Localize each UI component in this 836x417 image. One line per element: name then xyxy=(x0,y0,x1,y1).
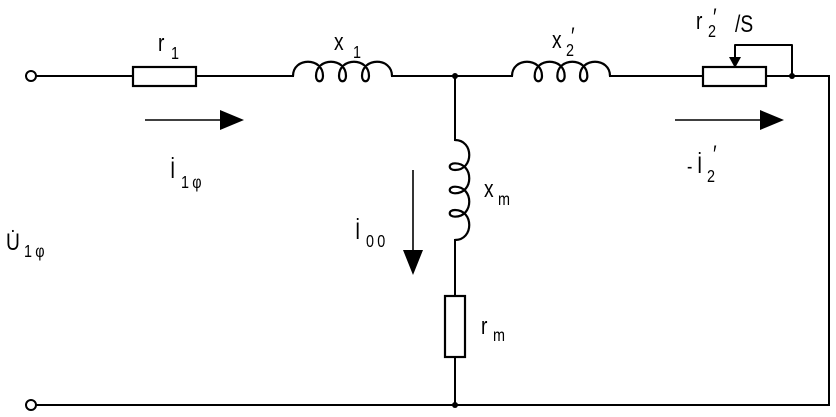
label-x1-symbol: x xyxy=(334,28,344,56)
terminal-bottom xyxy=(25,399,37,411)
label-i2-subscript: 2 xyxy=(707,167,715,187)
label-r1: r 1 xyxy=(158,29,179,64)
label-rm-symbol: r xyxy=(481,312,487,340)
label-i2-minus-sign: - xyxy=(687,155,692,177)
label-i1-symbol: İ xyxy=(170,156,175,184)
label-i0-symbol: İ xyxy=(355,217,360,245)
rheostat-wiper-arrow xyxy=(729,57,741,68)
terminal-top xyxy=(25,70,37,82)
label-i2-prime-mark: ′ xyxy=(713,140,717,168)
label-i1-subscript: 1φ xyxy=(181,173,205,193)
label-i0-phasor: İ 00 xyxy=(355,217,388,252)
label-r2-prime-over-s: r 2 ′ /S xyxy=(696,3,753,42)
label-r1-subscript: 1 xyxy=(171,44,179,64)
label-x1: x 1 xyxy=(334,28,361,63)
label-u1-subscript: 1φ xyxy=(24,242,48,262)
label-x2-symbol: x xyxy=(552,26,562,54)
inductor-xm xyxy=(448,138,471,242)
label-r2-symbol: r xyxy=(696,7,702,35)
variable-resistor-r2-prime-over-s xyxy=(701,65,768,88)
label-rm-subscript: m xyxy=(493,326,505,346)
inductor-x1 xyxy=(291,60,394,83)
current-arrow-i2-head xyxy=(760,110,784,130)
label-xm-symbol: x xyxy=(484,175,494,203)
label-u1-phasor: U̇ 1φ xyxy=(6,228,48,262)
label-r2-prime-mark: ′ xyxy=(713,3,717,31)
label-xm-subscript: m xyxy=(498,190,510,210)
junction-dot-rheostat xyxy=(789,73,795,79)
label-r1-symbol: r xyxy=(158,29,164,57)
label-r2-subscript: 2 xyxy=(708,22,716,42)
label-u1-symbol: U̇ xyxy=(6,228,20,256)
current-arrow-i1-head xyxy=(220,110,244,130)
current-arrow-i0 xyxy=(403,170,423,275)
resistor-r1 xyxy=(131,65,198,88)
rheostat-wiper-wire xyxy=(734,44,793,77)
label-i0-subscript: 00 xyxy=(366,232,388,252)
label-x2-prime: x 2 ′ xyxy=(552,22,575,61)
junction-dot-bottom xyxy=(452,402,458,408)
label-xm: x m xyxy=(484,175,510,210)
label-r2-slip-suffix: /S xyxy=(735,10,753,38)
current-arrow-i0-head xyxy=(403,250,423,275)
label-i2-symbol: İ xyxy=(697,151,702,179)
label-x2-prime-mark: ′ xyxy=(571,22,575,50)
label-i1-phasor: İ 1φ xyxy=(170,156,205,193)
label-rm: r m xyxy=(481,312,505,346)
label-x2-subscript: 2 xyxy=(566,41,574,61)
current-arrow-i2 xyxy=(675,110,784,130)
resistor-rm xyxy=(443,294,467,359)
junction-dot-top xyxy=(452,73,458,79)
label-i2-phasor: - İ 2 ′ xyxy=(687,140,717,187)
wiring xyxy=(35,44,830,406)
label-x1-subscript: 1 xyxy=(353,43,361,63)
inductor-x2-prime xyxy=(510,60,612,83)
current-arrow-i1 xyxy=(145,110,244,130)
